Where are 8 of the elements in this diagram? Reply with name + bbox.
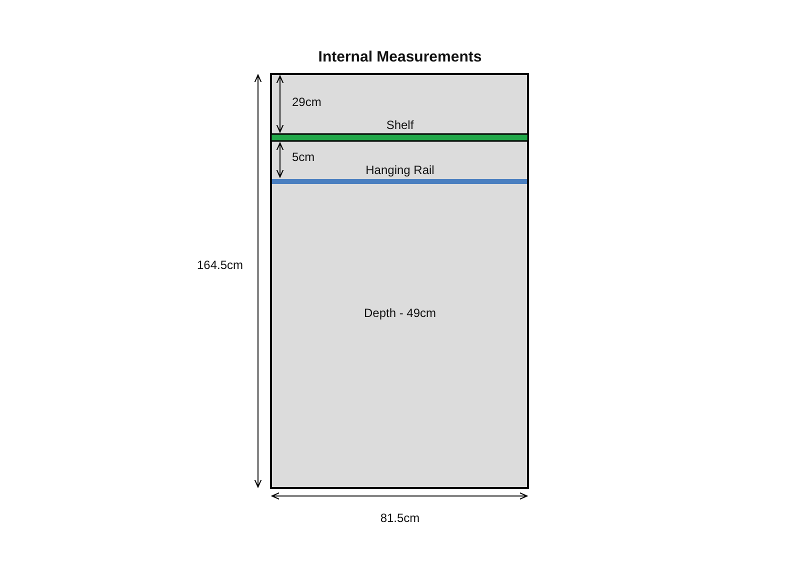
- title: Internal Measurements: [318, 48, 482, 66]
- dimension-label: 5cm: [292, 150, 315, 164]
- dimension-label: 29cm: [292, 95, 322, 109]
- dimension-label: 164.5cm: [196, 258, 244, 272]
- part-label: Hanging Rail: [366, 163, 434, 177]
- dimension-label: 81.5cm: [380, 511, 420, 525]
- dimension-label: Depth - 49cm: [364, 306, 436, 320]
- part-label: Shelf: [386, 118, 414, 132]
